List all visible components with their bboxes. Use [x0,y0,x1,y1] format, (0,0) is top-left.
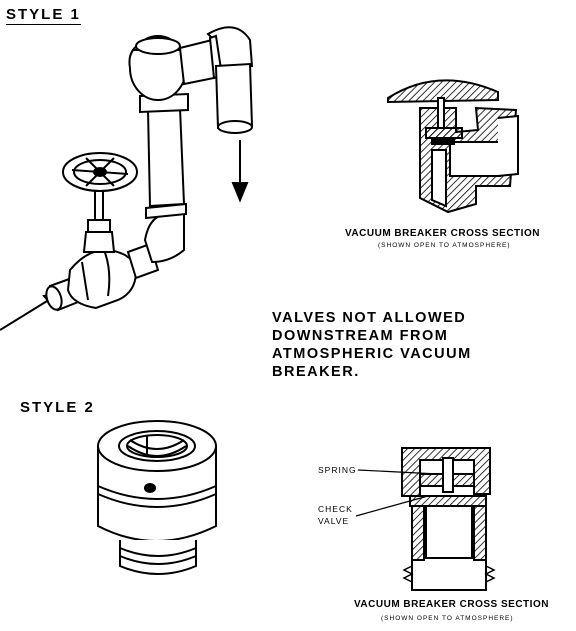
riser-pipe [146,106,186,208]
check-valve-label: CHECK VALVE [318,504,353,526]
style-2-heading: STYLE 2 [20,399,95,416]
spring-leader [357,469,439,475]
lower-elbow [143,212,185,264]
cross-section-2-subcaption: (SHOWN OPEN TO ATMOSPHERE) [381,615,514,622]
valve-handwheel [62,152,138,192]
vacuum-breaker-cap [128,35,188,101]
style-1-heading: STYLE 1 [6,6,81,25]
cross-section-1-subcaption: (SHOWN OPEN TO ATMOSPHERE) [378,242,511,249]
valve-placement-note: VALVES NOT ALLOWED DOWNSTREAM FROM ATMOS… [272,310,472,380]
cross-section-2-caption: VACUUM BREAKER CROSS SECTION [354,599,549,610]
spring-label: SPRING [318,465,357,475]
style-2-vacuum-breaker [97,420,217,575]
style-1-assembly [0,26,254,331]
discharge-pipe [214,62,254,130]
cross-section-2-drawing [355,447,496,591]
gate-valve-body [66,249,137,310]
cross-section-1-drawing [387,79,519,214]
check-valve-leader [355,495,429,517]
discharge-arrow [231,140,249,203]
cross-section-1-caption: VACUUM BREAKER CROSS SECTION [345,228,540,239]
